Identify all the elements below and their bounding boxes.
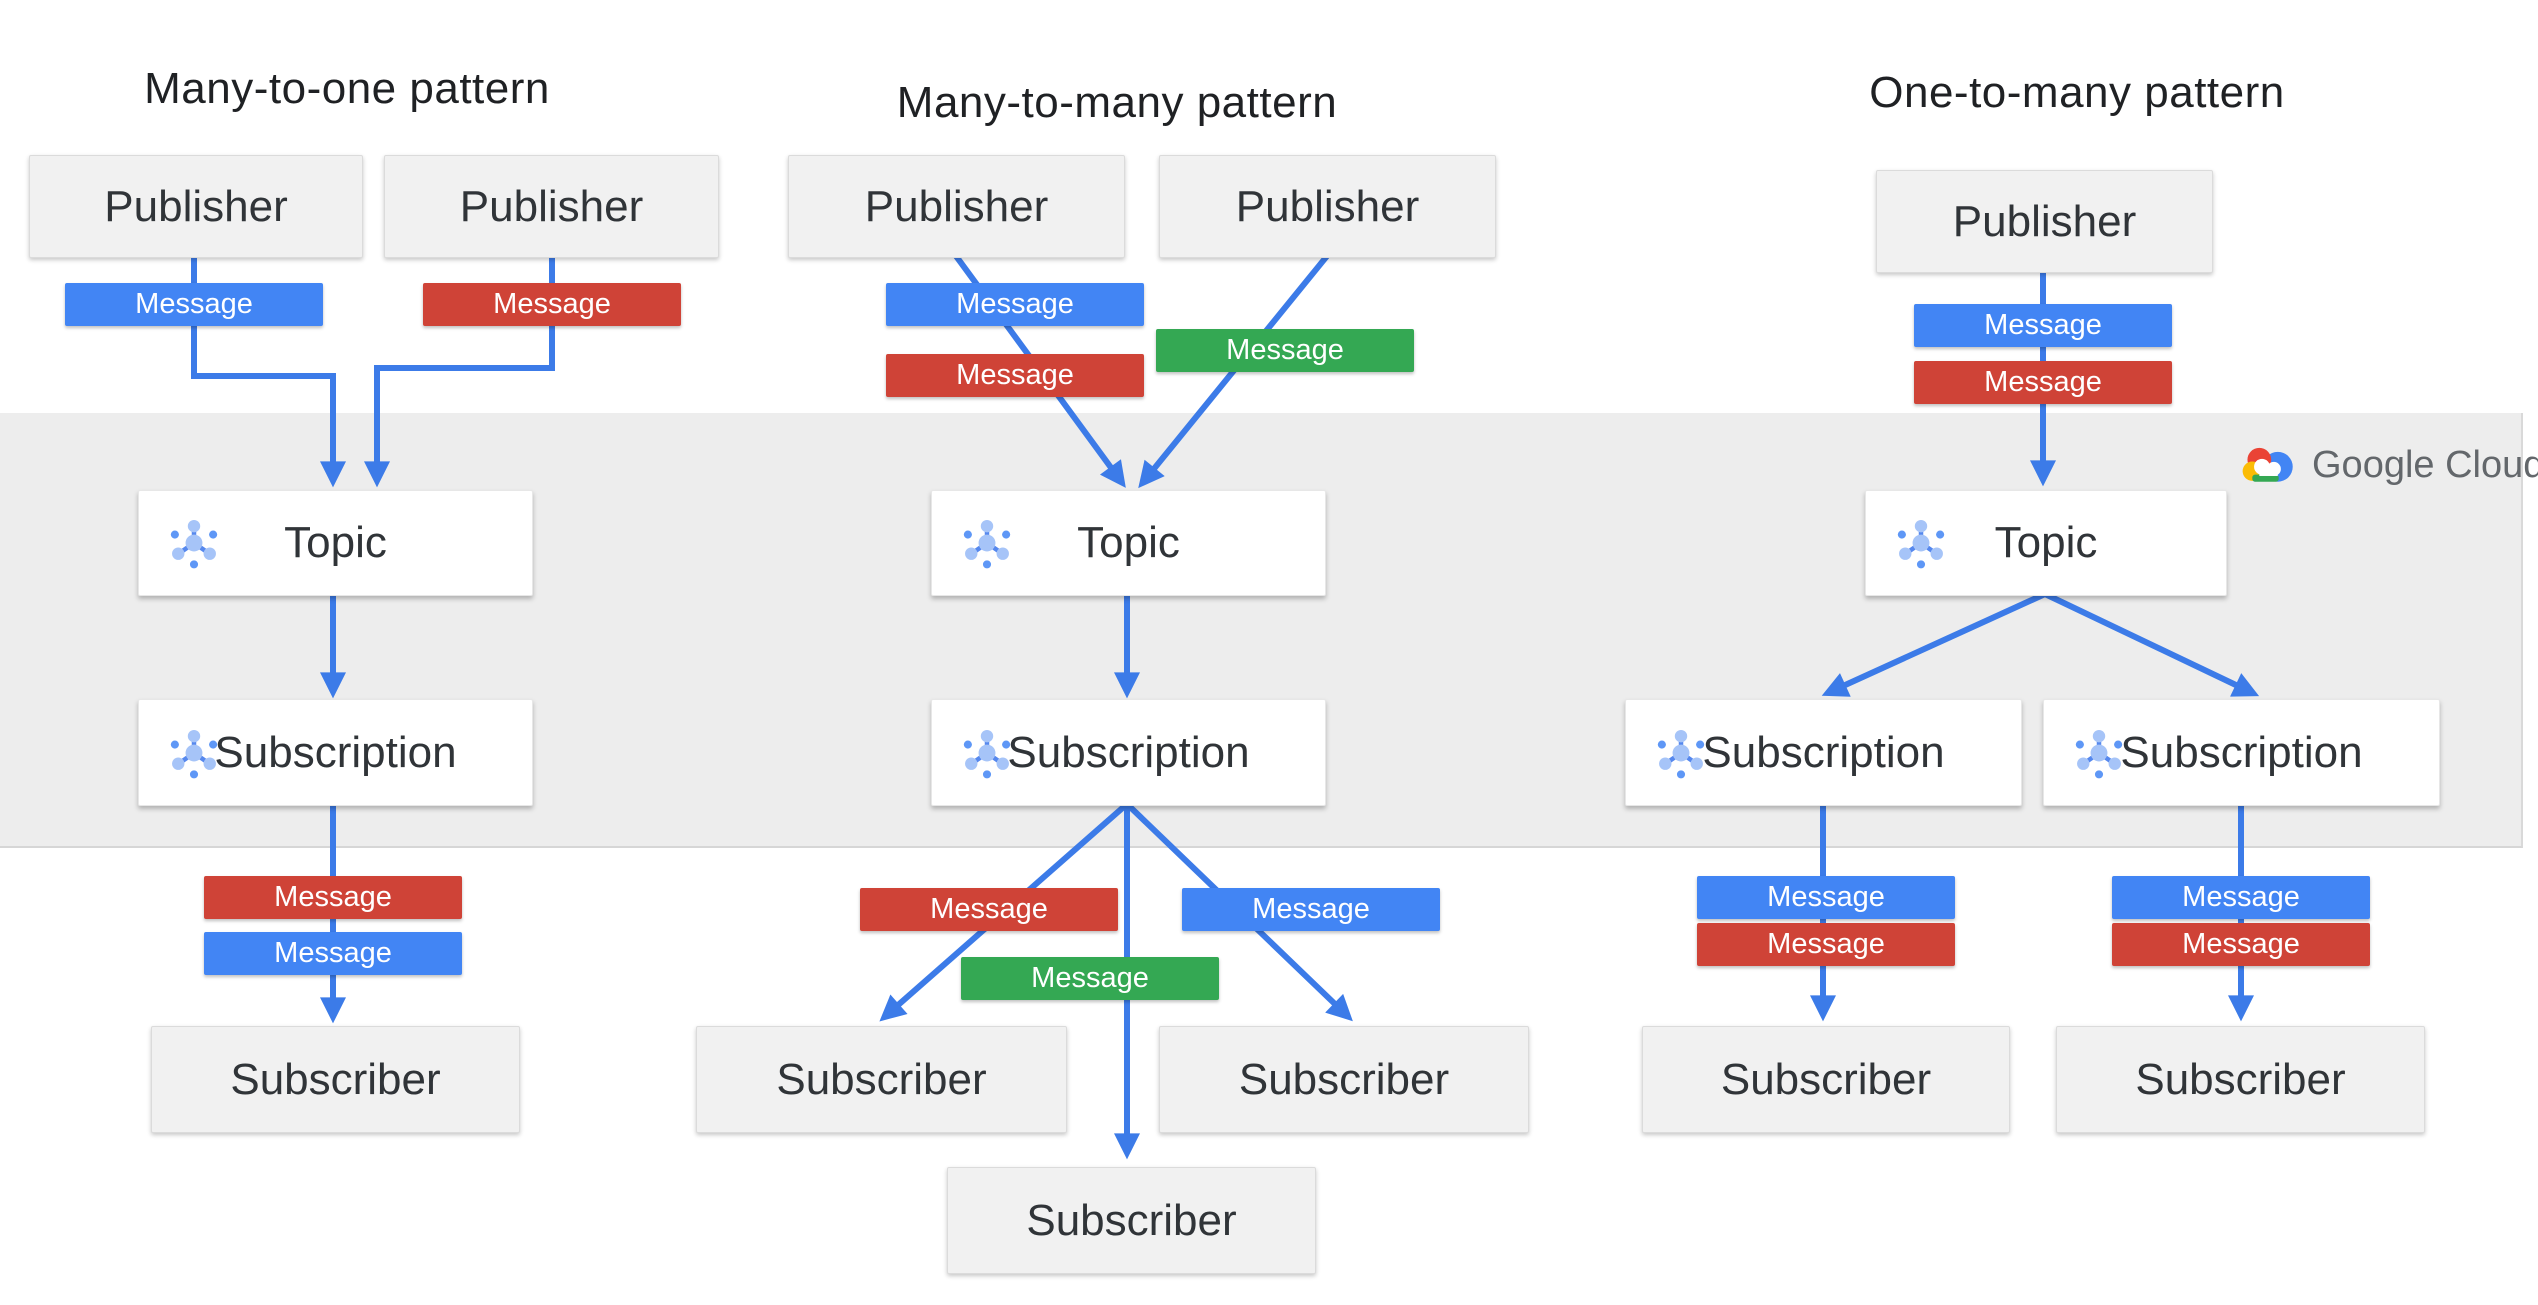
message-badge-blue: Message xyxy=(2112,876,2370,919)
message-badge-green: Message xyxy=(1156,329,1414,372)
subscription-box: Subscription xyxy=(931,699,1326,806)
arrow-topic-to-subscription-left xyxy=(1821,591,2047,697)
pattern-title-many-to-many: Many-to-many pattern xyxy=(896,78,1338,127)
pubsub-topic-icon xyxy=(960,516,1014,570)
message-badge-blue: Message xyxy=(1182,888,1440,931)
publisher-label: Publisher xyxy=(1235,181,1420,231)
google-cloud-icon xyxy=(2242,447,2293,482)
pubsub-subscription-icon xyxy=(167,726,221,780)
topic-box: Topic xyxy=(931,490,1326,596)
topic-box: Topic xyxy=(138,490,533,596)
pubsub-subscription-icon xyxy=(2072,726,2126,780)
pattern-title-one-to-many: One-to-many pattern xyxy=(1869,68,2285,117)
subscription-label: Subscription xyxy=(214,727,457,777)
subscriber-label: Subscriber xyxy=(1026,1195,1237,1245)
publisher-label: Publisher xyxy=(864,181,1049,231)
message-badge-red: Message xyxy=(2112,923,2370,966)
message-badge-green: Message xyxy=(961,957,1219,1000)
subscriber-box: Subscriber xyxy=(1642,1026,2010,1133)
topic-box: Topic xyxy=(1865,490,2227,596)
publisher-label: Publisher xyxy=(104,181,288,231)
topic-label: Topic xyxy=(284,518,387,567)
pubsub-topic-icon xyxy=(167,516,221,570)
publisher-box: Publisher xyxy=(384,155,719,258)
message-badge-blue: Message xyxy=(204,932,462,975)
publisher-label: Publisher xyxy=(1952,196,2137,246)
publisher-box: Publisher xyxy=(1159,155,1496,258)
subscription-box: Subscription xyxy=(1625,699,2022,806)
subscription-label: Subscription xyxy=(2120,727,2363,777)
subscriber-box: Subscriber xyxy=(2056,1026,2425,1133)
pubsub-topic-icon xyxy=(1894,516,1948,570)
topic-label: Topic xyxy=(1077,518,1180,567)
publisher-box: Publisher xyxy=(788,155,1125,258)
message-badge-red: Message xyxy=(886,354,1144,397)
publisher-box: Publisher xyxy=(29,155,363,258)
topic-label: Topic xyxy=(1994,518,2098,567)
message-badge-red: Message xyxy=(1697,923,1955,966)
subscriber-box: Subscriber xyxy=(696,1026,1067,1133)
message-badge-blue: Message xyxy=(886,283,1144,326)
subscription-label: Subscription xyxy=(1702,727,1945,777)
publisher-label: Publisher xyxy=(459,181,644,231)
pubsub-subscription-icon xyxy=(1654,726,1708,780)
message-badge-red: Message xyxy=(423,283,681,326)
subscription-box: Subscription xyxy=(2043,699,2440,806)
subscriber-label: Subscriber xyxy=(230,1054,441,1104)
subscriber-label: Subscriber xyxy=(1238,1054,1450,1104)
message-badge-red: Message xyxy=(204,876,462,919)
google-cloud-logo-text: Google Cloud xyxy=(2312,443,2538,486)
message-badge-blue: Message xyxy=(65,283,323,326)
publisher-box: Publisher xyxy=(1876,170,2213,273)
subscription-box: Subscription xyxy=(138,699,533,806)
pubsub-subscription-icon xyxy=(960,726,1014,780)
google-cloud-logo: Google Cloud xyxy=(2240,441,2538,489)
subscriber-label: Subscriber xyxy=(1720,1054,1932,1104)
subscription-label: Subscription xyxy=(1007,727,1250,777)
subscriber-label: Subscriber xyxy=(776,1054,987,1104)
subscriber-box: Subscriber xyxy=(1159,1026,1529,1133)
subscriber-box: Subscriber xyxy=(151,1026,520,1133)
subscriber-box: Subscriber xyxy=(947,1167,1316,1274)
message-badge-blue: Message xyxy=(1914,304,2172,347)
pattern-title-many-to-one: Many-to-one pattern xyxy=(144,64,550,113)
subscriber-label: Subscriber xyxy=(2135,1054,2346,1104)
message-badge-blue: Message xyxy=(1697,876,1955,919)
message-badge-red: Message xyxy=(1914,361,2172,404)
arrow-topic-to-subscription-right xyxy=(2043,591,2260,697)
message-badge-red: Message xyxy=(860,888,1118,931)
